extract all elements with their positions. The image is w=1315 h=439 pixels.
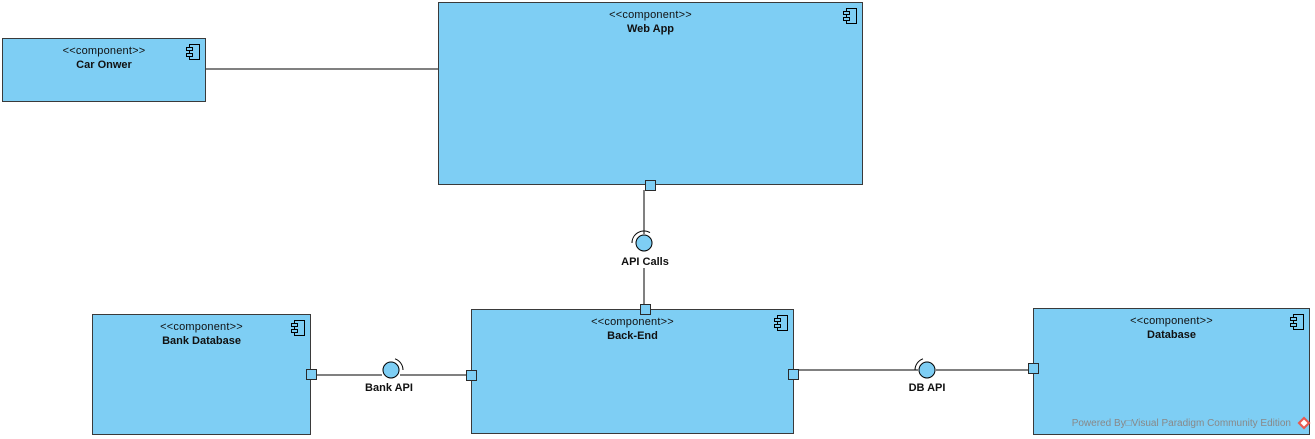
component-web-app[interactable]: <<component>> Web App (438, 2, 863, 185)
powered-by-text: Powered By□Visual Paradigm Community Edi… (1071, 418, 1291, 429)
component-icon (774, 315, 788, 331)
interface-api-calls-icon[interactable] (631, 230, 653, 252)
component-name: Web App (626, 23, 675, 35)
visual-paradigm-logo-icon (1297, 416, 1311, 430)
interface-bank-api-icon[interactable] (382, 358, 404, 379)
stereotype-label: <<component>> (160, 321, 243, 333)
back-end-port-right[interactable] (788, 369, 799, 380)
component-name: Bank Database (162, 335, 241, 347)
component-back-end[interactable]: <<component>> Back-End (471, 309, 794, 434)
back-end-port-left[interactable] (466, 370, 477, 381)
interface-api-calls-label: API Calls (621, 256, 669, 268)
component-database[interactable]: <<component>> Database (1033, 308, 1310, 435)
stereotype-label: <<component>> (62, 45, 146, 57)
back-end-port-top[interactable] (640, 304, 651, 315)
stereotype-label: <<component>> (1130, 315, 1213, 327)
stereotype-label: <<component>> (591, 316, 674, 328)
component-icon (1290, 314, 1304, 330)
web-app-port[interactable] (645, 180, 656, 191)
component-name: Car Onwer (76, 59, 132, 71)
database-port[interactable] (1028, 363, 1039, 374)
interface-bank-api-label: Bank API (365, 382, 413, 394)
stereotype-label: <<component>> (609, 9, 692, 21)
bank-database-port[interactable] (306, 369, 317, 380)
component-name: Database (1147, 329, 1196, 341)
component-car-owner[interactable]: <<component>> Car Onwer (2, 38, 206, 102)
component-name: Back-End (607, 330, 658, 342)
component-icon (843, 8, 857, 24)
component-icon (186, 44, 200, 60)
interface-db-api-icon[interactable] (914, 358, 936, 379)
component-icon (291, 320, 305, 336)
component-bank-database[interactable]: <<component>> Bank Database (92, 314, 311, 435)
interface-db-api-label: DB API (908, 382, 946, 394)
